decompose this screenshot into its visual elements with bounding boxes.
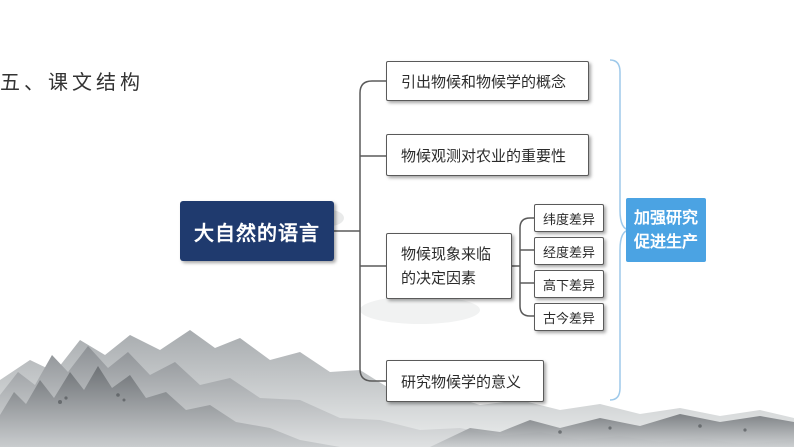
- factor-altitude: 高下差异: [534, 270, 604, 298]
- branch-decisive-factors-line2: 的决定因素: [401, 269, 477, 287]
- section-heading: 五、课文结构: [0, 70, 144, 94]
- factor-latitude: 纬度差异: [534, 204, 604, 232]
- conclusion-box: 加强研究 促进生产: [626, 198, 706, 262]
- conclusion-line2: 促进生产: [633, 232, 698, 251]
- branch-decisive-factors: 物候现象来临 的决定因素: [386, 233, 512, 299]
- branch-agriculture-importance: 物候观测对农业的重要性: [386, 134, 589, 176]
- branch-decisive-factors-line1: 物候现象来临: [401, 245, 492, 263]
- branch-research-significance: 研究物候学的意义: [386, 360, 544, 402]
- branch-concept: 引出物候和物候学的概念: [386, 61, 589, 101]
- root-node-title: 大自然的语言: [180, 201, 334, 261]
- factor-longitude: 经度差异: [534, 237, 604, 265]
- conclusion-line1: 加强研究: [633, 208, 698, 227]
- factor-ancient-modern: 古今差异: [534, 303, 604, 331]
